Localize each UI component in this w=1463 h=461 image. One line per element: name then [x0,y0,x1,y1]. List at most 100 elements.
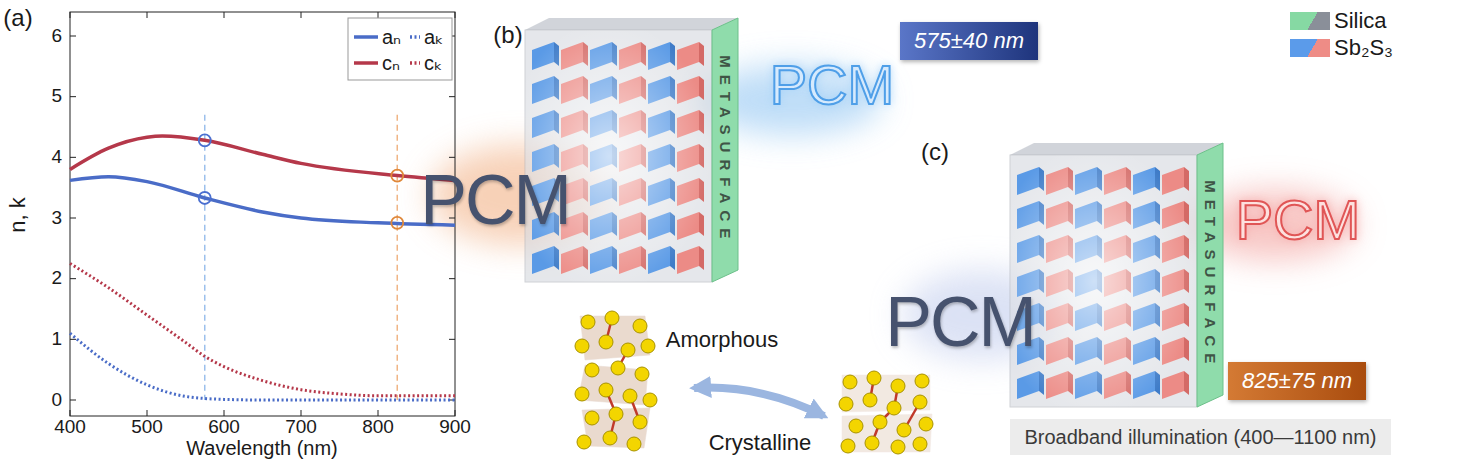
legend-text: cₖ [424,52,443,74]
amorphous-structure [623,389,637,403]
legend-text: Silica [1334,9,1387,33]
amorphous-structure [575,311,657,451]
amorphous-structure [633,415,647,429]
nk-chart [70,36,76,37]
legend-text: aₙ [382,26,401,48]
line-sample [354,61,378,65]
crystalline-structure [865,436,879,450]
tick-label: 700 [285,417,317,438]
nk-chart [70,410,71,416]
box-text: 575±40 nm [914,29,1024,53]
crystalline-structure [842,414,932,452]
nk-chart [199,192,211,204]
nk-chart [224,410,225,416]
crystalline-structure [867,371,881,385]
amorphous-structure [599,383,613,397]
nk-chart [378,410,379,416]
crystalline-structure [839,397,853,411]
nk-chart [391,170,403,182]
nk-chart [378,12,379,18]
tick-label: 600 [208,417,240,438]
box-text: Broadband illumination (400—1100 nm) [1024,426,1376,448]
nk-chart [449,157,455,158]
crystalline-structure [891,379,905,393]
amorphous-structure [621,343,635,357]
amorphous-structure [581,315,595,329]
crystalline-structure [887,401,901,415]
amorphous-structure [611,361,625,375]
nk-chart [70,12,455,416]
crystalline-structure [873,415,887,429]
amorphous-structure [575,339,589,353]
legend-text: cₙ [382,52,400,74]
nk-chart [70,264,455,396]
nk-chart [455,410,456,416]
legend-swatch [1290,39,1330,57]
nk-chart [70,218,76,219]
amorphous-structure [635,367,649,381]
nk-chart [449,96,455,97]
metasurface-b [525,30,712,282]
panel-label: (b) [493,22,522,48]
pcm-glow-text: PCM [770,54,894,116]
line-sample [354,58,378,68]
tick-label: 4 [51,147,62,168]
amorphous-structure [599,335,613,349]
tick-label: 900 [439,417,471,438]
amorphous-structure [643,393,657,407]
amorphous-structure [585,363,599,377]
tick-label: 5 [51,86,62,107]
panel-label: (a) [3,5,32,31]
crystalline-structure [843,375,857,389]
crystalline-structure [919,417,933,431]
crystalline-structure [913,437,927,451]
crystalline-structure [897,423,911,437]
tick-label: 6 [51,26,62,47]
illumination-box: Broadband illumination (400—1100 nm) [1010,419,1391,455]
nk-chart [70,339,76,340]
metasurface-c [1010,143,1223,407]
nk-chart [147,410,148,416]
line-sample [354,35,378,39]
nk-chart [449,278,455,279]
tick-label: 3 [51,208,62,229]
tick-label: 400 [54,417,86,438]
nk-chart [455,12,456,18]
nk-chart [70,278,76,279]
nk-chart [224,12,225,18]
amorphous-structure [641,339,655,353]
tick-label: 1 [51,329,62,350]
line-sample [410,35,420,39]
phase-change-arrow [694,388,824,416]
amorphous-structure [575,387,589,401]
line-sample [410,58,420,68]
metasurface-b [525,18,738,282]
nk-chart [70,12,455,416]
metasurface-c [1197,143,1223,407]
nk-chart [147,12,148,18]
nk-chart [70,333,455,400]
wavelength-badge: 575±40 nm [900,22,1038,60]
nk-chart [301,410,302,416]
crystalline-structure [842,375,930,412]
tick-label: 2 [51,268,62,289]
line-sample [354,32,378,42]
nk-chart [301,12,302,18]
crystalline-structure [891,440,905,454]
nk-chart [397,115,399,400]
legend-item: aₖ [410,26,444,48]
amorphous-structure [605,311,619,325]
metasurface-b [712,18,738,282]
metasurface-c [1010,155,1197,407]
line-sample [410,32,420,42]
phase-label: Amorphous [666,328,779,352]
amorphous-structure [609,407,623,421]
pcm-text: PCM [420,162,570,239]
panel-label: (c) [921,139,949,165]
metasurface-b [525,30,712,282]
nk-chart [70,177,455,226]
metasurface-text: METASURFACE [717,55,734,245]
line-sample [410,61,420,65]
crystalline-structure [913,395,927,409]
